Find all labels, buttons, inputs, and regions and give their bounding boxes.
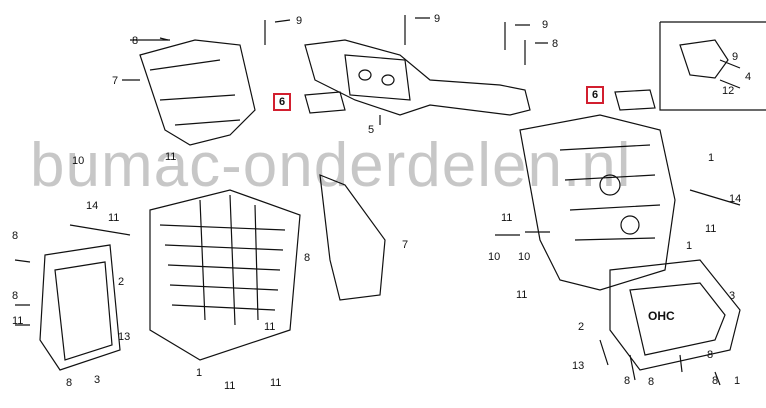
callout-8: 8 [12,230,19,242]
callout-8: 8 [648,376,655,388]
callout-8: 8 [552,38,559,50]
callout-3: 3 [729,290,736,302]
shroud-middle [319,174,386,301]
callout-3: 3 [94,374,101,386]
callout-11: 11 [108,212,120,224]
callout-6: 6 [591,89,599,101]
callout-9: 9 [542,19,549,31]
callout-2: 2 [578,321,585,333]
head-cover-right [609,259,741,371]
callout-9: 9 [296,15,303,27]
callout-13: 13 [118,331,131,343]
callout-8: 8 [624,375,631,387]
cylinder-head-right [519,114,676,291]
watermark: bumac-onderdelen.nl [30,131,632,200]
callout-11: 11 [501,212,513,224]
callout-1: 1 [708,152,715,164]
callout-11: 11 [516,289,528,301]
callout-11: 11 [264,321,276,333]
callout-8-alt: 1 [734,375,741,387]
callout-7: 7 [402,239,409,251]
callout-11: 11 [705,223,717,235]
callout-13: 13 [572,360,585,372]
callout-11: 11 [270,377,282,389]
callout-10: 10 [488,251,501,263]
callout-8: 8 [66,377,73,389]
callout-1: 1 [686,240,693,252]
callout-11: 11 [165,151,177,163]
callout-1: 1 [196,367,203,379]
callout-8: 8 [707,349,714,361]
gasket-right [614,89,656,111]
callout-8: 8 [304,252,311,264]
callout-10: 10 [72,155,85,167]
exhaust-manifold [304,39,531,116]
callout-8: 8 [132,35,139,47]
cylinder-block-left [149,189,301,361]
gasket-left [304,91,346,114]
callout-11: 11 [224,380,236,392]
callout-9: 9 [434,13,441,25]
callout-6: 6 [278,96,286,108]
head-cover-left [39,244,121,371]
callout-2: 2 [118,276,125,288]
callout-10: 10 [518,251,531,263]
engine-label: OHC [648,309,675,323]
callout-7: 7 [112,75,119,87]
callout-5: 5 [368,124,375,136]
callout-8: 8 [712,375,719,387]
inset-frame [659,21,766,111]
callout-4: 4 [745,71,752,83]
callout-8: 8 [12,290,19,302]
highlight-box-left: 6 [273,93,291,111]
highlight-box-right: 6 [586,86,604,104]
callout-11-alt: 11 [12,315,24,327]
shroud-left [139,39,256,146]
callout-14: 14 [729,193,742,205]
callout-8-inset: 9 [732,51,739,63]
callout-12: 12 [722,85,735,97]
callout-14: 14 [86,200,99,212]
